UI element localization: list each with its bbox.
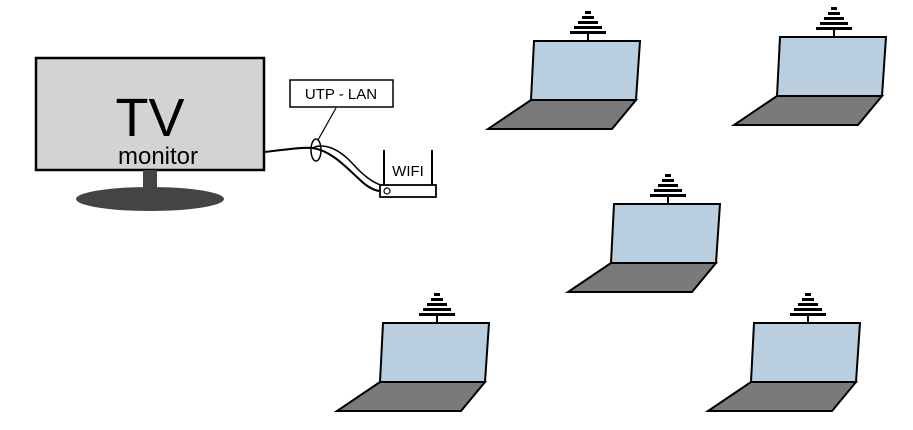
router-led [383, 187, 391, 195]
tv-monitor: TV monitor [34, 56, 266, 211]
cable-label-box [289, 79, 394, 108]
router-label: WIFI [392, 163, 424, 180]
cable-line-upper [311, 145, 385, 187]
tv-base [76, 187, 224, 211]
tv-neck [143, 170, 157, 190]
wifi-router: WIFI [379, 150, 437, 198]
utp-lan-cable: UTP - LAN [263, 79, 394, 193]
cable-callout-line [317, 107, 337, 141]
tv-subtitle: monitor [118, 143, 198, 170]
cable-connector [310, 138, 322, 162]
tv-screen [34, 56, 266, 172]
laptop-2 [733, 6, 887, 126]
router-body [379, 184, 437, 198]
laptop-5 [707, 292, 861, 412]
laptop-4 [336, 292, 490, 412]
cable-label: UTP - LAN [305, 86, 377, 103]
tv-title: TV [115, 88, 184, 148]
laptop-1 [487, 10, 641, 130]
laptop-3 [567, 173, 721, 293]
cable-line [263, 146, 385, 193]
